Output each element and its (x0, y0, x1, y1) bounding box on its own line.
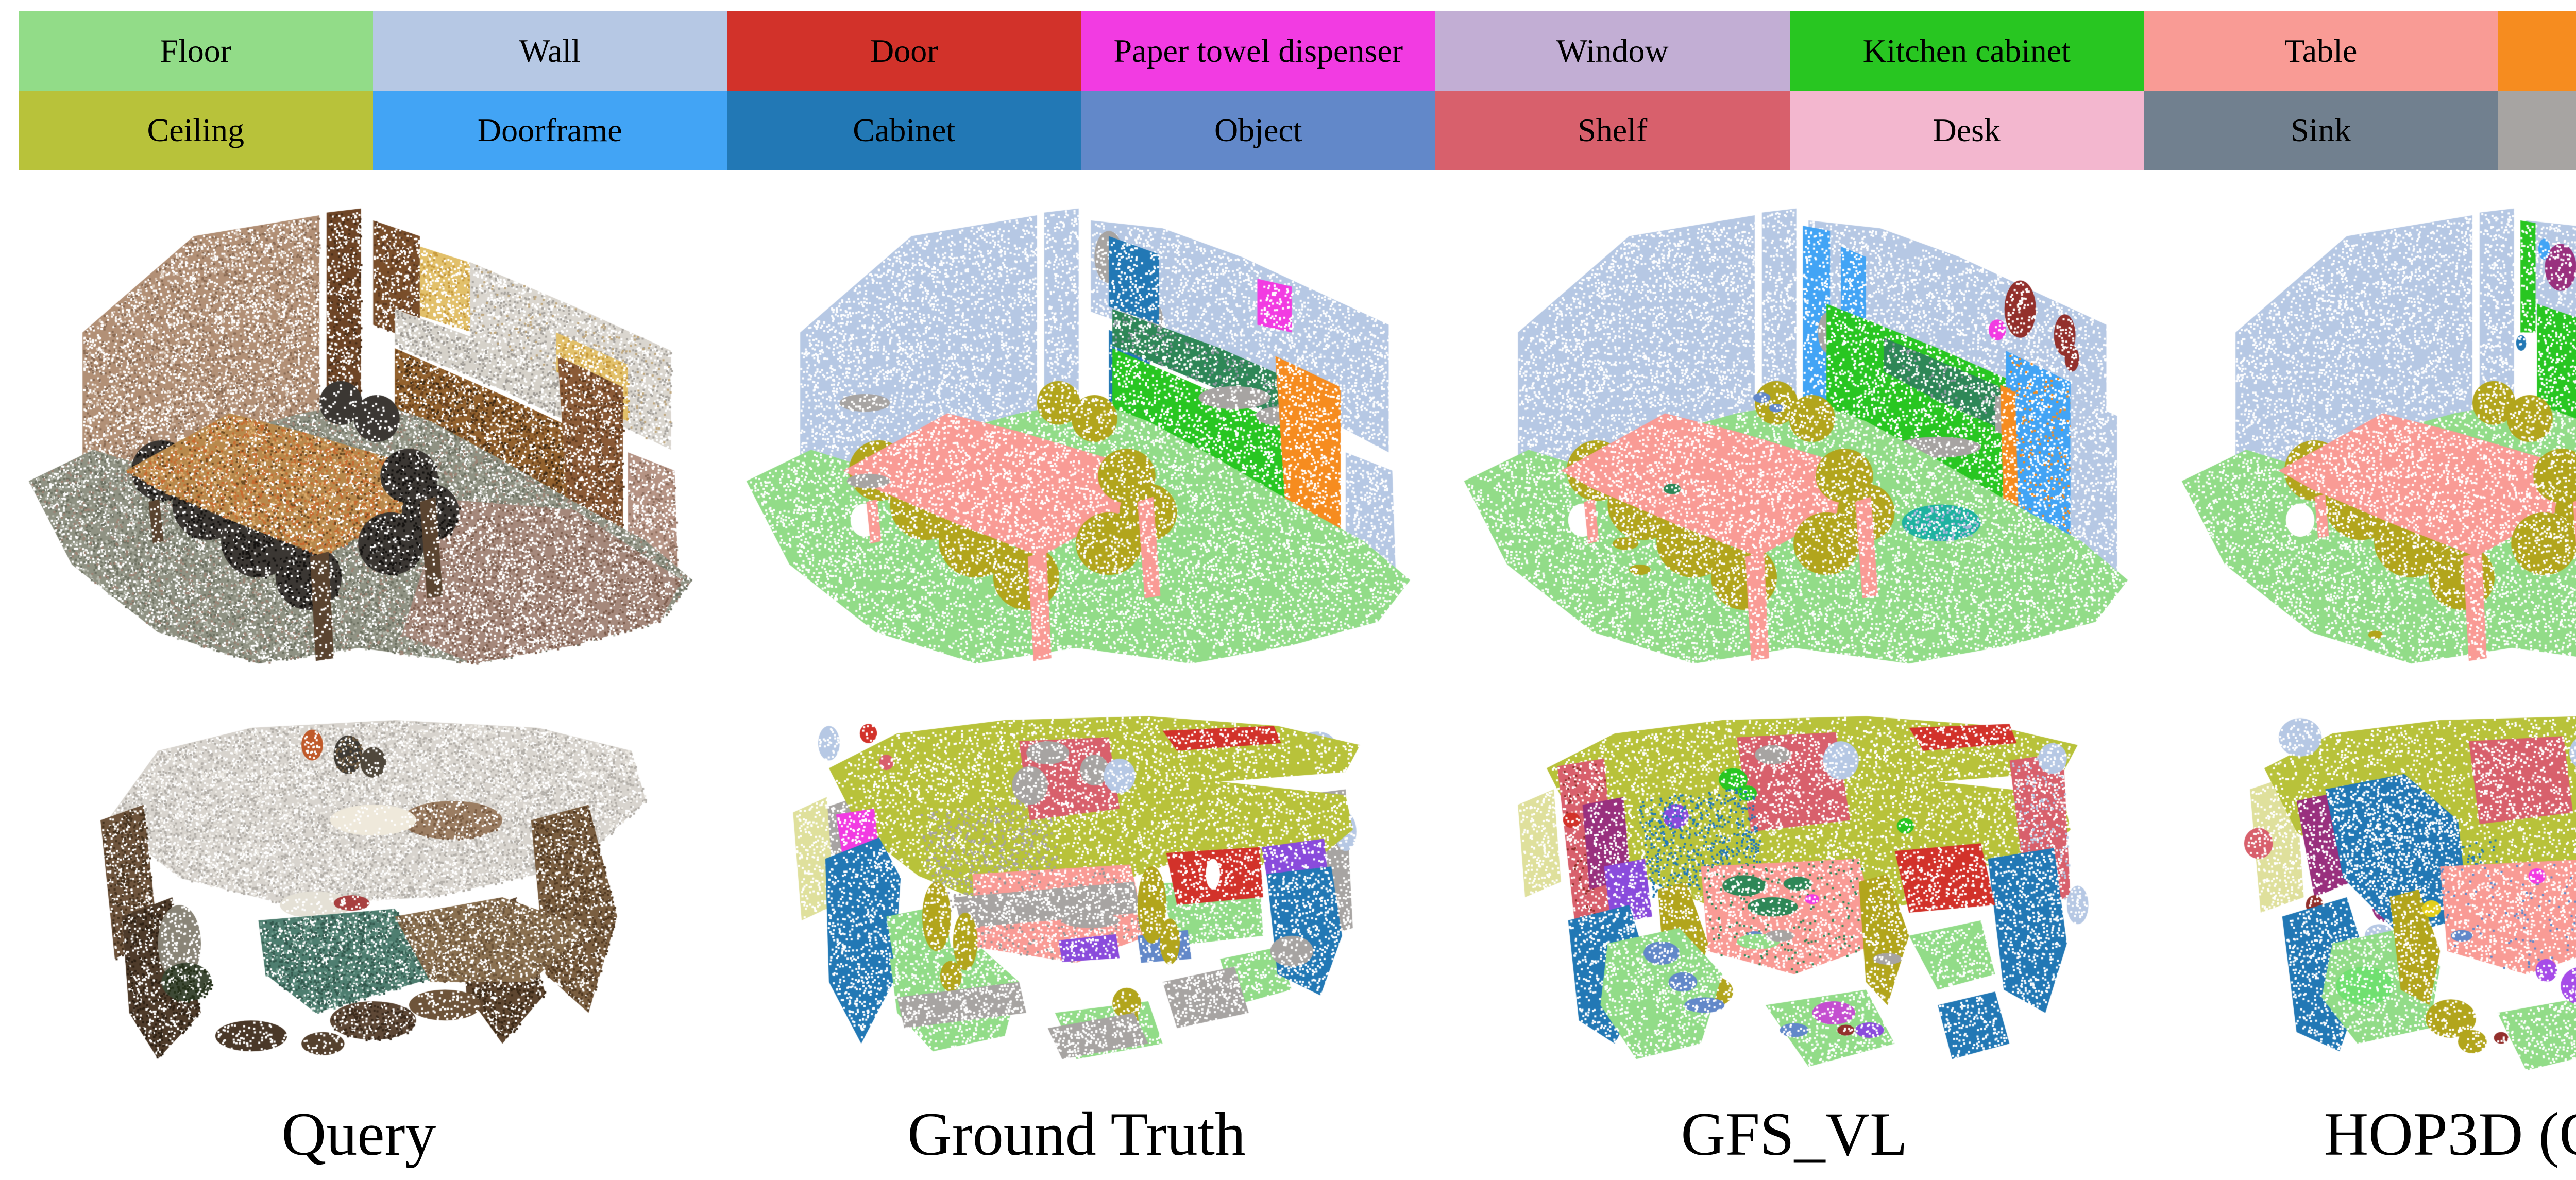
legend-table: Floor Wall Door Paper towel dispenser Window… (19, 11, 2576, 170)
legend-label: Kitchen cabinet (1862, 32, 2071, 69)
legend-cell-background: Background (2498, 91, 2576, 170)
caption-gfs-vl: GFS_VL (1681, 1099, 1908, 1168)
legend-cell-refrigerator: Refrigerator (2498, 11, 2576, 91)
pointcloud-hop3d-ours-scene2 (2153, 705, 2576, 1090)
pointcloud-gfs-vl-scene2 (1435, 705, 2153, 1090)
legend-cell-door: Door (727, 11, 1081, 91)
legend-cell-object: Object (1081, 91, 1435, 170)
legend-label: Desk (1933, 112, 2001, 148)
pointcloud-hop3d-ours-scene1 (2153, 176, 2576, 697)
legend-cell-cabinet: Cabinet (727, 91, 1081, 170)
legend-cell-window: Window (1435, 11, 1790, 91)
legend-label: Wall (519, 32, 581, 69)
legend-cell-desk: Desk (1789, 91, 2144, 170)
legend-label: Object (1214, 112, 1302, 148)
legend-label: Ceiling (147, 112, 244, 148)
legend-label: Table (2284, 32, 2358, 69)
legend-label: Doorframe (477, 112, 622, 148)
pointcloud-query-scene2 (0, 705, 718, 1090)
legend-cell-paper-towel-dispenser: Paper towel dispenser (1081, 11, 1435, 91)
legend-label: Paper towel dispenser (1113, 32, 1403, 69)
legend-label: Shelf (1578, 112, 1648, 148)
captions-row: Query Ground Truth GFS_VL HOP3D (Ours) (0, 1088, 2576, 1180)
pointcloud-ground-truth-scene1 (718, 176, 1435, 697)
legend-cell-doorframe: Doorframe (372, 91, 727, 170)
pointcloud-query-scene1 (0, 176, 718, 697)
pointcloud-gfs-vl-scene1 (1435, 176, 2153, 697)
legend-cell-ceiling: Ceiling (19, 91, 373, 170)
caption-query: Query (281, 1099, 436, 1168)
pointcloud-ground-truth-scene2 (718, 705, 1435, 1090)
legend-cell-table: Table (2144, 11, 2498, 91)
legend-label: Floor (160, 32, 232, 69)
legend-cell-kitchen-cabinet: Kitchen cabinet (1789, 11, 2144, 91)
legend-label: Window (1556, 32, 1669, 69)
legend-label: Door (870, 32, 938, 69)
caption-hop3d-ours: HOP3D (Ours) (2324, 1099, 2576, 1168)
legend-cell-shelf: Shelf (1435, 91, 1790, 170)
caption-ground-truth: Ground Truth (907, 1099, 1246, 1168)
legend-cell-wall: Wall (372, 11, 727, 91)
legend-cell-sink: Sink (2144, 91, 2498, 170)
legend-cell-floor: Floor (19, 11, 373, 91)
legend-label: Cabinet (853, 112, 956, 148)
legend-label: Sink (2291, 112, 2351, 148)
